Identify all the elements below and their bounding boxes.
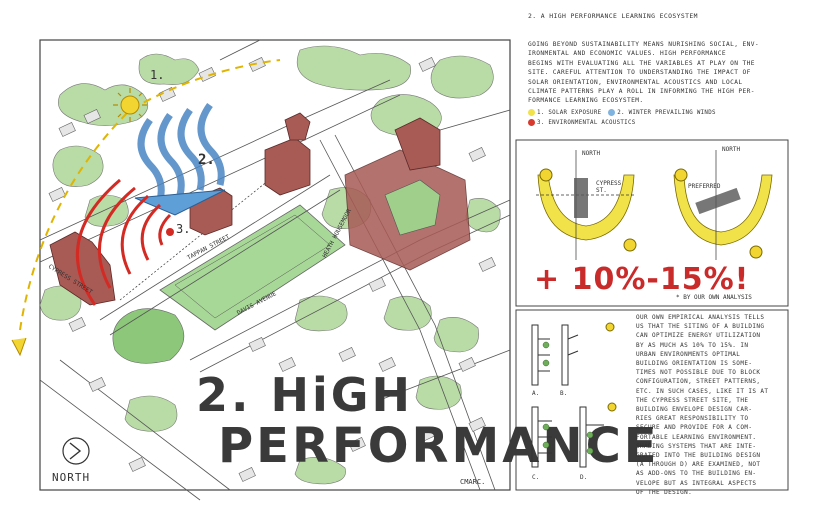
legend-wind: 2. WINTER PREVAILING WINDS bbox=[617, 110, 716, 116]
title-line-2: PERFORMANCE bbox=[218, 418, 660, 474]
analysis-paragraph: OUR OWN EMPIRICAL ANALYSIS TELLS US THAT… bbox=[636, 313, 782, 497]
section-label-b: b. bbox=[560, 390, 568, 397]
section-label-a: a. bbox=[532, 390, 540, 397]
analysis-line: FORTABLE LEARNING ENVIRONMENT. bbox=[636, 433, 757, 441]
north-label-left: NORTH bbox=[582, 150, 601, 157]
marker-2: 2. bbox=[198, 152, 215, 168]
legend-row-2: 3. ENVIRONMENTAL ACOUSTICS bbox=[528, 119, 636, 126]
intro-line: IRONMENTAL AND ECONOMIC VALUES. HIGH PER… bbox=[528, 50, 727, 58]
house-footprints bbox=[48, 57, 496, 482]
analysis-line: CAN OPTIMIZE ENERGY UTILIZATION bbox=[636, 332, 761, 340]
section-heading: 2. A HIGH PERFORMANCE LEARNING ECOSYSTEM bbox=[528, 12, 698, 20]
analysis-line: BY AS MUCH AS 10% TO 15%. IN bbox=[636, 341, 749, 349]
analysis-line: CONFIGURATION, STREET PATTERNS, bbox=[636, 378, 761, 386]
analysis-line: THE CYPRESS STREET SITE, THE bbox=[636, 396, 749, 404]
solar-diagram-frame bbox=[515, 139, 789, 307]
analysis-line: ETC. IN SUCH CASES, LIKE IT IS AT bbox=[636, 387, 769, 395]
solar-legend-icon bbox=[528, 109, 535, 116]
analysis-line: GRATED INTO THE BUILDING DESIGN bbox=[636, 452, 761, 460]
wind-arrows bbox=[137, 102, 225, 201]
analysis-line: US THAT THE SITING OF A BUILDING bbox=[636, 323, 765, 331]
north-label-right: NORTH bbox=[722, 146, 741, 153]
analysis-line: AS ADD-ONS TO THE BUILDING EN- bbox=[636, 470, 757, 478]
solar-path-line bbox=[19, 59, 281, 331]
intro-line: BEGINS WITH EVALUATING ALL THE VARIABLES… bbox=[528, 59, 755, 67]
wind-legend-icon bbox=[608, 109, 616, 116]
analysis-line: (A THROUGH D) ARE EXAMINED, NOT bbox=[636, 461, 761, 469]
analysis-line: VELOPE BUT AS INTEGRAL ASPECTS bbox=[636, 479, 757, 487]
intro-line: SOLAR ORIENTATION, ENVIRONMENTAL ACOUSTI… bbox=[528, 78, 743, 86]
analysis-line: OF THE DESIGN. bbox=[636, 488, 693, 496]
analysis-line: OUR OWN EMPIRICAL ANALYSIS TELLS bbox=[636, 314, 765, 321]
improvement-figure: + 10%-15%! bbox=[534, 262, 750, 297]
analysis-line: SECURE AND PROVIDE FOR A COM- bbox=[636, 424, 753, 432]
green-lawn bbox=[112, 308, 185, 364]
north-arrow-icon bbox=[62, 437, 90, 465]
analysis-line: URBAN ENVIRONMENTS OPTIMAL bbox=[636, 350, 741, 358]
legend-row-1: 1. SOLAR EXPOSURE 2. WINTER PREVAILING W… bbox=[528, 109, 716, 116]
cypress-st-label: CYPRESS ST. bbox=[596, 180, 622, 194]
athletic-field bbox=[159, 204, 346, 331]
signature: CMARC. bbox=[460, 478, 486, 486]
source-note: * BY OUR OWN ANALYSIS bbox=[676, 294, 752, 301]
analysis-line: BUILDING ORIENTATION IS SOME- bbox=[636, 360, 753, 368]
title-line-1: 2. HiGH bbox=[196, 368, 414, 422]
acoustic-arcs bbox=[75, 178, 172, 306]
noise-source-icon bbox=[166, 228, 174, 236]
legend-acoustic: 3. ENVIRONMENTAL ACOUSTICS bbox=[537, 120, 636, 126]
intro-line: FORMANCE LEARNING ECOSYSTEM. bbox=[528, 97, 644, 105]
sun-icon bbox=[113, 88, 147, 122]
intro-line: CLIMATE PATTERNS PLAY A ROLL IN INFORMIN… bbox=[528, 88, 755, 96]
section-label-c: c. bbox=[532, 474, 540, 481]
solar-arrow-icon bbox=[11, 337, 27, 357]
preferred-label: PREFERRED bbox=[688, 183, 721, 190]
wind-arrowhead-icon bbox=[134, 189, 226, 216]
section-label-d: d. bbox=[580, 474, 588, 481]
acoustic-legend-icon bbox=[528, 119, 535, 126]
intro-paragraph: GOING BEYOND SUSTAINABILITY MEANS NURISH… bbox=[528, 40, 774, 106]
analysis-line: RIES GREAT RESPONSIBILITY TO bbox=[636, 415, 749, 423]
intro-line: SITE. CAREFUL ATTENTION TO UNDERSTANDING… bbox=[528, 69, 751, 77]
marker-3: 3. bbox=[176, 222, 191, 236]
solar-orientation-diagrams bbox=[536, 150, 773, 260]
analysis-line: SHADING SYSTEMS THAT ARE INTE- bbox=[636, 442, 757, 450]
shading-sections bbox=[531, 322, 617, 468]
shading-diagram-frame bbox=[515, 309, 789, 491]
marker-1: 1. bbox=[150, 68, 165, 82]
intro-line: GOING BEYOND SUSTAINABILITY MEANS NURISH… bbox=[528, 41, 760, 48]
legend-solar: 1. SOLAR EXPOSURE bbox=[537, 110, 602, 116]
map-frame bbox=[39, 39, 511, 491]
analysis-line: BUILDING ENVELOPE DESIGN CAR- bbox=[636, 406, 753, 414]
north-label: NORTH bbox=[52, 471, 91, 484]
analysis-line: TIMES NOT POSSIBLE DUE TO BLOCK bbox=[636, 369, 761, 377]
